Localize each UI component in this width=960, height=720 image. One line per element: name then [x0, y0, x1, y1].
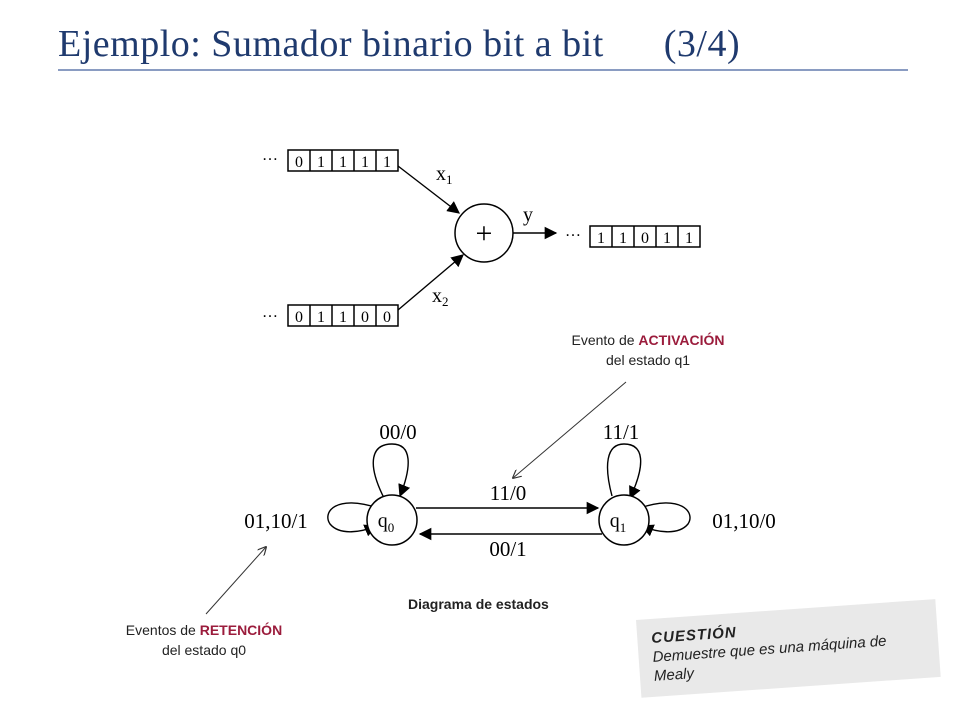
retention-note-text: Eventos de — [125, 622, 200, 638]
q1-self-right-label: 01,10/0 — [712, 509, 776, 533]
y-label: y — [523, 204, 533, 226]
retention-note-line2: del estado q0 — [161, 642, 247, 658]
x2-ellipsis: … — [262, 304, 278, 321]
q0-self-left-label: 01,10/1 — [244, 509, 308, 533]
x1-arrow — [397, 165, 460, 214]
title-rule — [58, 69, 908, 71]
retention-highlight: RETENCIÓN — [199, 622, 283, 638]
y-bit: 1 — [663, 230, 671, 247]
slide-title: Ejemplo: Sumador binario bit a bit (3/4) — [58, 23, 741, 65]
x2-label: x2 — [432, 285, 449, 309]
x2-bit: 0 — [361, 309, 369, 326]
x1-bit: 1 — [383, 154, 391, 171]
retention-note: Eventos de RETENCIÓN del estado q0 — [92, 620, 316, 660]
activation-note-line2: del estado q1 — [605, 352, 691, 368]
activation-pointer-arrow — [513, 381, 627, 478]
plus-icon: + — [476, 217, 493, 250]
retention-pointer-arrow — [205, 547, 266, 615]
x1-bit: 1 — [317, 154, 325, 171]
q0-self-top-label: 00/0 — [379, 420, 416, 444]
x1-bit: 1 — [339, 154, 347, 171]
x1-register: 0 1 1 1 1 — [287, 149, 399, 172]
x2-bit: 0 — [295, 309, 303, 326]
q0-to-q1-label: 11/0 — [490, 481, 527, 505]
x2-register: 0 1 1 0 0 — [287, 304, 399, 327]
q0-self-loop-left — [327, 502, 379, 537]
diagram-caption: Diagrama de estados — [408, 596, 549, 612]
state-q0 — [366, 494, 418, 546]
y-ellipsis: … — [565, 223, 581, 240]
y-bit: 1 — [619, 230, 627, 247]
state-q1 — [598, 494, 650, 546]
activation-highlight: ACTIVACIÓN — [638, 332, 725, 348]
q1-self-loop-top — [606, 443, 642, 500]
x2-bit: 1 — [317, 309, 325, 326]
x1-label: x1 — [436, 163, 453, 187]
y-bit: 0 — [641, 230, 649, 247]
state-q1-label: q1 — [610, 510, 627, 535]
activation-note: Evento de ACTIVACIÓN del estado q1 — [540, 330, 756, 370]
x2-bit: 0 — [383, 309, 391, 326]
state-q0-label: q0 — [378, 510, 395, 535]
q1-self-loop-right — [639, 502, 691, 537]
q0-self-loop-top — [372, 443, 411, 499]
y-bit: 1 — [685, 230, 693, 247]
y-register: 1 1 0 1 1 — [589, 225, 701, 248]
activation-note-text: Evento de — [571, 332, 639, 348]
x1-bit: 0 — [295, 154, 303, 171]
q1-self-top-label: 11/1 — [603, 420, 640, 444]
x1-ellipsis: … — [262, 147, 278, 164]
y-bit: 1 — [597, 230, 605, 247]
q1-to-q0-label: 00/1 — [489, 537, 526, 561]
x2-arrow — [397, 254, 464, 311]
x2-bit: 1 — [339, 309, 347, 326]
x1-bit: 1 — [361, 154, 369, 171]
